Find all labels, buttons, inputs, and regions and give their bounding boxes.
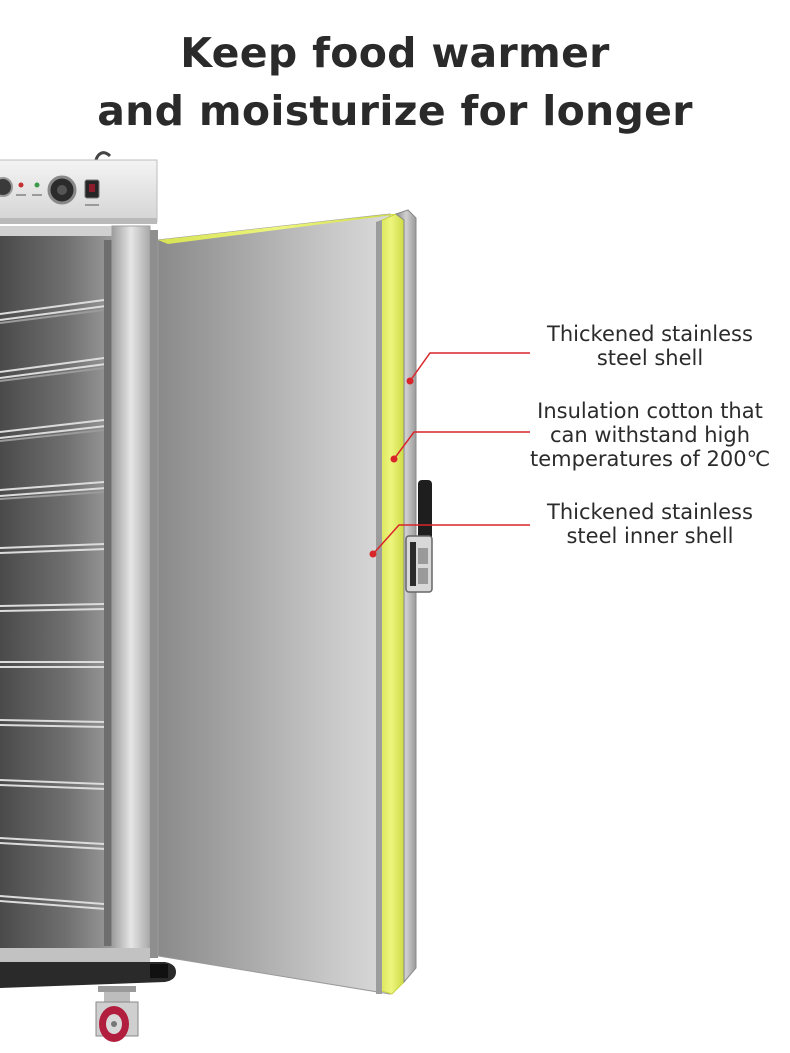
door-outer-shell [394,209,417,984]
headline-line-1: Keep food warmer [180,29,610,77]
door-latch-handle-icon [405,480,433,593]
pointer-dot-inner-shell-icon [369,550,377,558]
callout-outer-shell-line-1: Thickened stainless [547,322,753,346]
pointer-line-outer-shell [409,352,530,382]
control-panel [0,159,158,224]
pointer-line-inner-shell [372,524,530,555]
pointer-dot-outer-shell-icon [406,377,414,385]
pointer-line-insulation [393,431,530,460]
left-knob-icon [0,177,13,197]
callout-pointers [372,352,530,555]
callout-insulation-line-3: temperatures of 200℃ [530,447,771,471]
headline-line-2: and moisturize for longer [97,87,693,135]
base-bumper [0,962,176,988]
pointer-dot-insulation-icon [390,455,398,463]
callout-insulation-line-1: Insulation cotton that [537,399,763,423]
callout-inner-shell: Thickened stainless steel inner shell [532,500,768,548]
caster-wheel-icon [95,986,139,1042]
callout-insulation: Insulation cotton that can withstand hig… [530,399,770,471]
wire-racks [0,299,107,910]
indicator-light-green-icon [34,182,40,188]
callout-outer-shell-line-2: steel shell [596,346,704,370]
callout-inner-shell-line-2: steel inner shell [566,524,734,548]
headline: Keep food warmer and moisturize for long… [0,24,790,140]
callout-insulation-line-2: can withstand high [549,423,751,447]
door-inner-shell [157,213,391,995]
callout-outer-shell: Thickened stainless steel shell [532,322,768,370]
callout-inner-shell-line-1: Thickened stainless [547,500,753,524]
indicator-light-red-icon [18,182,24,188]
